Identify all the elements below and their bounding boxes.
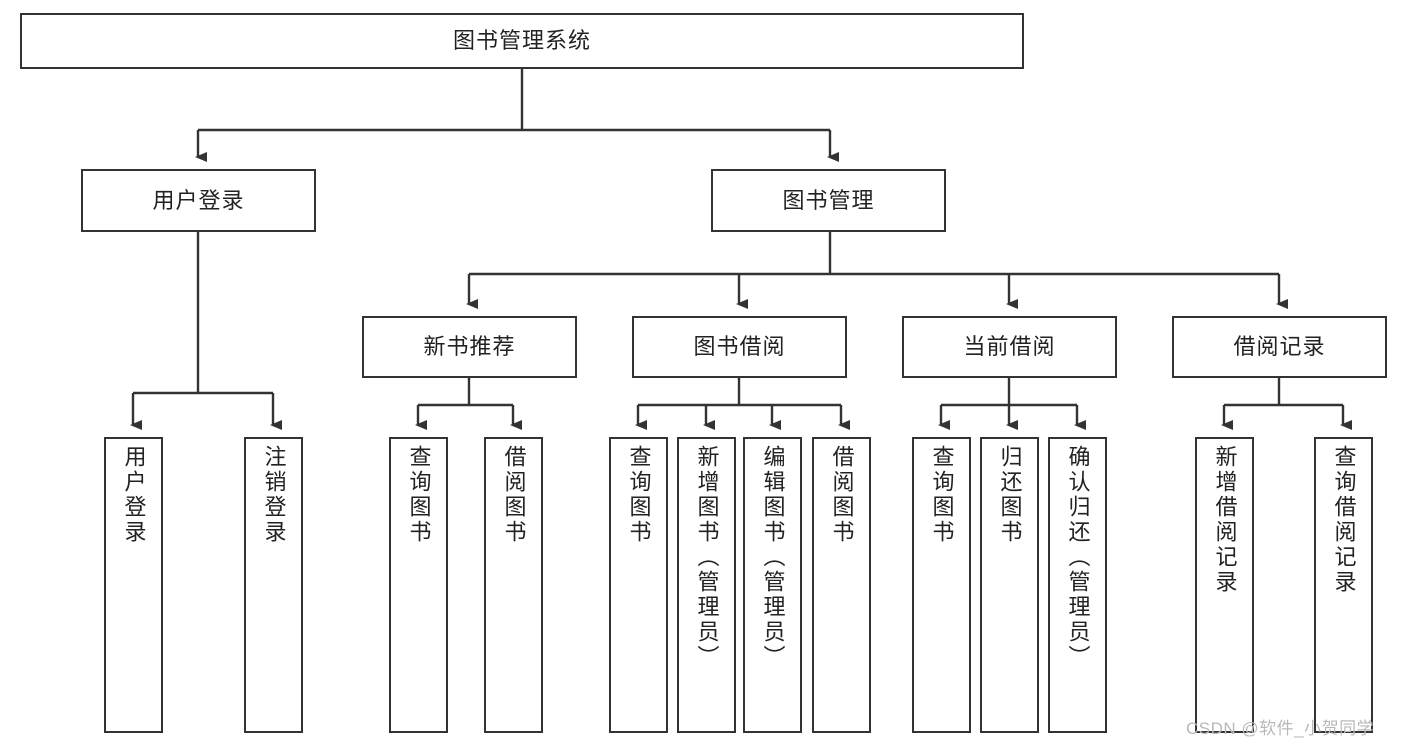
node-leaf-return-book[interactable]: 归还图书 — [980, 437, 1039, 733]
node-root-system[interactable]: 图书管理系统 — [20, 13, 1024, 69]
node-label: 借阅图书 — [829, 445, 855, 545]
node-new-book-recommend[interactable]: 新书推荐 — [362, 316, 577, 378]
node-label: 图书借阅 — [693, 334, 786, 360]
node-label: 借阅记录 — [1233, 334, 1326, 360]
node-label: 查询借阅记录 — [1331, 445, 1357, 595]
node-borrow-record[interactable]: 借阅记录 — [1172, 316, 1387, 378]
node-label: 图书管理系统 — [452, 28, 591, 54]
node-book-management[interactable]: 图书管理 — [711, 169, 946, 232]
node-leaf-add-book-admin[interactable]: 新增图书（管理员） — [677, 437, 736, 733]
node-label: 新书推荐 — [423, 334, 516, 360]
node-leaf-query-book-borrow[interactable]: 查询图书 — [609, 437, 668, 733]
node-leaf-confirm-return-admin[interactable]: 确认归还（管理员） — [1048, 437, 1107, 733]
node-leaf-borrow-book-recommend[interactable]: 借阅图书 — [484, 437, 543, 733]
node-label: 查询图书 — [929, 445, 955, 545]
node-user-login[interactable]: 用户登录 — [81, 169, 316, 232]
node-current-borrow[interactable]: 当前借阅 — [902, 316, 1117, 378]
node-leaf-query-book-recommend[interactable]: 查询图书 — [389, 437, 448, 733]
node-label: 借阅图书 — [501, 445, 527, 545]
csdn-watermark: CSDN @软件_小贺同学 — [1186, 719, 1375, 738]
node-label: 用户登录 — [152, 187, 245, 213]
node-leaf-user-login[interactable]: 用户登录 — [104, 437, 163, 733]
node-leaf-query-book-current[interactable]: 查询图书 — [912, 437, 971, 733]
node-label: 归还图书 — [997, 445, 1023, 545]
node-label: 确认归还（管理员） — [1065, 445, 1091, 670]
node-label: 查询图书 — [406, 445, 432, 545]
node-label: 新增借阅记录 — [1212, 445, 1238, 595]
node-label: 图书管理 — [782, 187, 875, 213]
node-label: 查询图书 — [626, 445, 652, 545]
node-book-borrow[interactable]: 图书借阅 — [632, 316, 847, 378]
node-leaf-query-borrow-record[interactable]: 查询借阅记录 — [1314, 437, 1373, 733]
node-leaf-add-borrow-record[interactable]: 新增借阅记录 — [1195, 437, 1254, 733]
node-label: 新增图书（管理员） — [694, 445, 720, 670]
node-label: 当前借阅 — [963, 334, 1056, 360]
node-label: 注销登录 — [261, 445, 287, 545]
node-leaf-edit-book-admin[interactable]: 编辑图书（管理员） — [743, 437, 802, 733]
node-leaf-borrow-book[interactable]: 借阅图书 — [812, 437, 871, 733]
node-label: 编辑图书（管理员） — [760, 445, 786, 670]
node-leaf-logout[interactable]: 注销登录 — [244, 437, 303, 733]
node-label: 用户登录 — [121, 445, 147, 545]
